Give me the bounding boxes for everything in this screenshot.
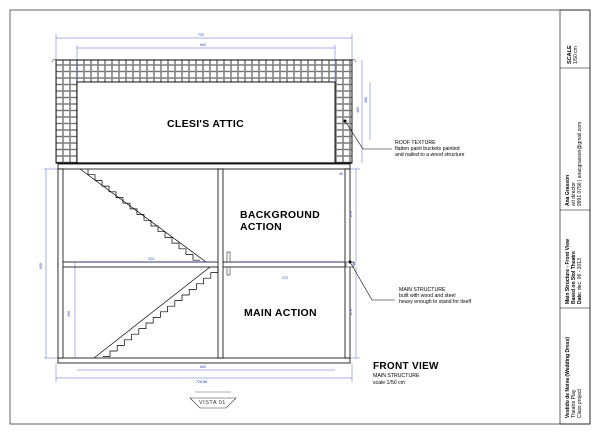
staircase [79,168,219,359]
sheet-info-block: Main Structure - Front View Based on Sto… [565,239,583,304]
roof-note-line1: flatten paint buckets painted [395,146,460,152]
background-action-label-2: ACTION [240,221,283,233]
dim-bottom-inner: 600 [200,365,206,369]
view-subtitle: MAIN STRUCTURE [373,373,420,379]
dim-right-small: 480 [356,107,360,113]
view-tag-marker [189,391,237,409]
structure-note-line1: built with wood and steel [399,293,456,299]
dim-bottom-outer: 728.88 [196,380,207,384]
roof-note-line2: and nailed to a wood structure [395,152,465,158]
dimension-lines [44,34,371,382]
dim-floor: 20 [352,262,356,266]
roof-note-title: ROOF TEXTURE [395,140,436,146]
author-contact: 9991 0756 | anacgrasson@gmail.com [577,121,583,206]
project-block: Vestido de Noiva (Wedding Dress) Theatre… [565,337,583,418]
scale-block: SCALE 1/50 cm [567,45,579,64]
attic-roof [51,59,357,164]
main-action-label: MAIN ACTION [244,307,317,319]
scale-value: 1/50 cm [573,46,579,64]
structure-note: MAIN STRUCTURE built with wood and steel… [399,287,471,305]
dim-attic-gap: 45 [339,172,343,176]
note-leaders [343,119,395,301]
view-title: FRONT VIEW [373,361,439,372]
dim-height-upper: 270 [349,211,353,217]
dim-height-total: 650 [39,263,43,269]
attic-label: CLESI'S ATTIC [167,118,244,130]
author-block: Ana Grasson art director 9991 0756 | ana… [565,122,583,206]
structure-note-line2: heavy enough to stand for itself [399,299,472,305]
attic-room [76,81,336,164]
main-structure [57,163,355,364]
dim-mid-right: 372 [282,276,288,280]
view-scale: scale 1/50 cm [373,380,406,386]
date-label: Date: [577,291,583,304]
dim-top-inner: 600 [200,43,206,47]
view-tag: VISTA 01 [199,400,226,406]
project-line3: Class project [577,389,583,418]
dim-mid-span: 224 [148,257,154,261]
dim-top-outer: 720 [198,33,204,37]
background-action-label-1: BACKGROUND [240,209,320,221]
dim-left-lower: 200 [67,311,71,317]
date-value: dec. 06 - 2013 [577,258,583,291]
dim-height-lower: 270 [349,309,353,315]
roof-note: ROOF TEXTURE flatten paint buckets paint… [395,140,465,158]
dim-right-attic: 180 [364,97,368,103]
title-block-frame [559,9,591,425]
structure-note-title: MAIN STRUCTURE [399,287,446,293]
